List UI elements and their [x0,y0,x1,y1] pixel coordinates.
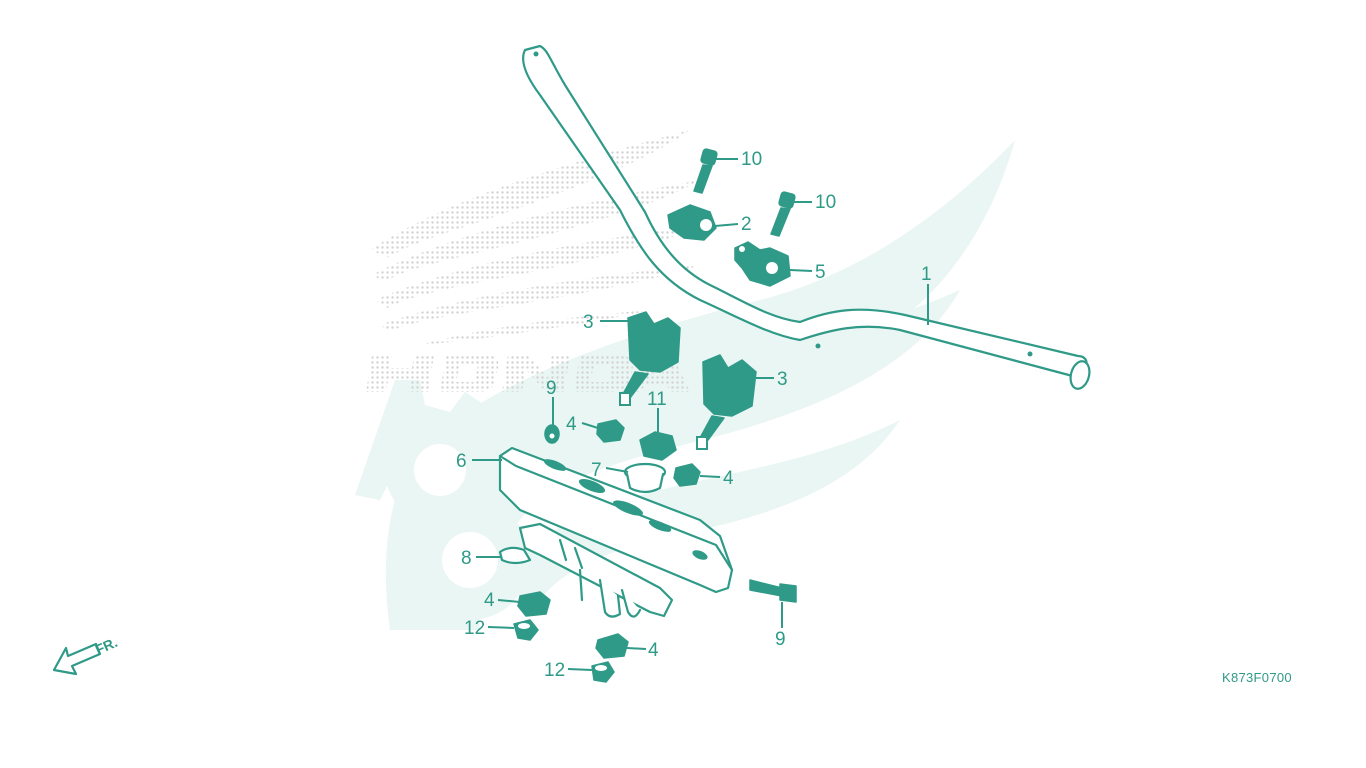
leader-lines [472,158,929,671]
callout-5: 5 [815,262,826,283]
nut-part[interactable] [639,431,677,461]
handlebar-part[interactable] [522,44,1092,391]
fork-bridge-part[interactable] [498,446,734,594]
bridge-bolt-part[interactable] [749,579,797,603]
rubber-part-d[interactable] [595,633,629,659]
callout-4-a: 4 [566,414,577,435]
callout-1: 1 [921,264,932,285]
callout-3-a: 3 [583,312,594,333]
callout-4-b: 4 [723,468,734,489]
collar-part[interactable] [623,462,667,494]
washer-part[interactable] [544,424,560,444]
cap-part-b[interactable] [591,661,615,683]
upper-holder-part[interactable] [667,204,717,241]
lower-holder-part-left[interactable] [619,311,681,406]
callout-8: 8 [461,548,472,569]
cap-part-a[interactable] [513,619,539,641]
callout-9-b: 9 [775,629,786,650]
callout-labels: 10 10 2 5 1 3 3 9 11 4 6 7 4 8 9 4 12 4 … [456,149,932,681]
rubber-part-c[interactable] [517,591,551,617]
callout-6: 6 [456,451,467,472]
callout-12-a: 12 [464,618,485,639]
callout-10-b: 10 [815,192,836,213]
cable-guide-bracket-part[interactable] [498,522,674,618]
upper-holder-bolt-b[interactable] [770,191,796,237]
callout-7: 7 [591,460,602,481]
drawing-code: K873F0700 [1222,670,1292,685]
front-direction-arrow-icon: FR. [52,634,120,676]
callout-4-d: 4 [648,640,659,661]
upper-holder-bolt-a[interactable] [693,148,718,194]
front-label: FR. [93,634,120,658]
callout-10-a: 10 [741,149,762,170]
honda-wing-logo [355,130,1015,630]
callout-2: 2 [741,214,752,235]
callout-4-c: 4 [484,590,495,611]
upper-holder-mount-part[interactable] [734,241,791,287]
callout-3-b: 3 [777,369,788,390]
rubber-part-b[interactable] [673,463,701,487]
rubber-part-a[interactable] [596,419,625,443]
callout-11: 11 [647,389,667,410]
callout-9-a: 9 [546,378,557,399]
callout-12-b: 12 [544,660,565,681]
lower-holder-part-right[interactable] [696,354,757,450]
